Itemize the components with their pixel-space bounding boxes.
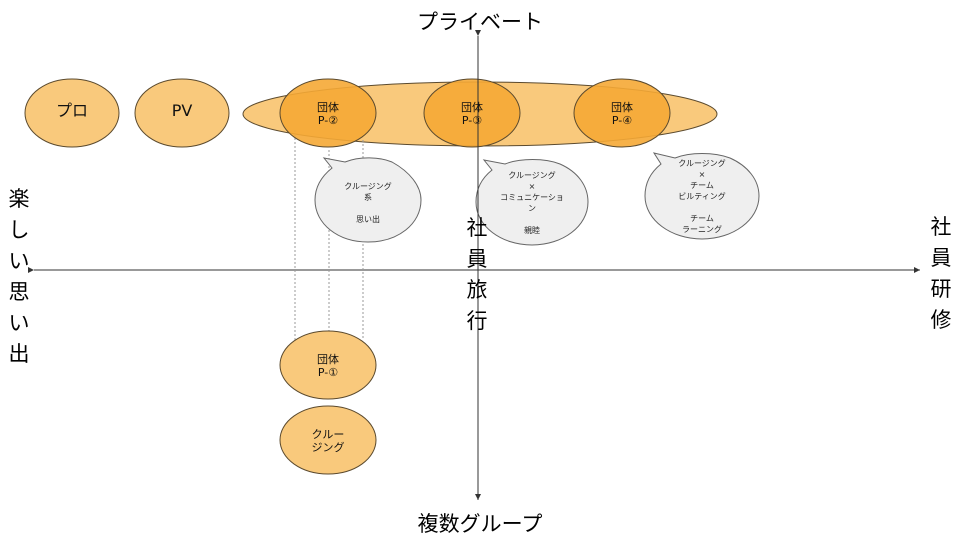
axis-label-bottom: 複数グループ	[417, 512, 543, 536]
axis-label-center: 社員旅行	[464, 213, 490, 337]
node-pv[interactable]	[134, 78, 230, 148]
axis-char: 思	[8, 280, 30, 304]
axis-char: 社	[466, 216, 488, 240]
axis-label-top: プライベート	[417, 10, 543, 34]
axis-char: 旅	[466, 278, 488, 302]
node-pro-label: プロ	[55, 101, 88, 120]
node-cruising[interactable]	[279, 405, 377, 475]
axis-char: 出	[8, 342, 30, 366]
axis-char: し	[8, 218, 30, 242]
axis-char: 員	[930, 246, 952, 270]
axis-char: 修	[930, 308, 952, 332]
speech-bubble-1-text: クルージング 系 思い出	[344, 182, 392, 224]
node-group-p4[interactable]	[573, 78, 671, 148]
axis-char: 研	[930, 277, 952, 301]
node-cruising-label: クルー ジング	[311, 428, 345, 454]
node-group-p4-label: 団体 P-④	[611, 101, 633, 127]
axis-char: 行	[466, 309, 488, 333]
axis-char: 社	[930, 215, 952, 239]
node-group-p2-label: 団体 P-②	[317, 101, 339, 127]
speech-bubble-3-text: クルージング × チーム ビルティング チーム ラーニング	[678, 159, 726, 234]
node-pv-label: PV	[171, 101, 193, 120]
axis-char: い	[8, 249, 30, 273]
axis-char: 楽	[8, 187, 30, 211]
node-pro[interactable]	[24, 78, 120, 148]
node-group-p3-label: 団体 P-③	[461, 101, 483, 127]
node-group-p1[interactable]	[279, 330, 377, 400]
node-group-p3[interactable]	[423, 78, 521, 148]
axis-label-left: 楽しい思い出	[6, 184, 32, 370]
speech-bubble-2-text: クルージング × コミュニケーショ ン 親睦	[500, 171, 564, 235]
speech-bubble-3[interactable]	[644, 152, 760, 240]
speech-bubble-1[interactable]	[314, 157, 422, 243]
node-group-p1-label: 団体 P-①	[317, 353, 339, 379]
axis-label-right: 社員研修	[928, 212, 954, 336]
axis-char: 員	[466, 247, 488, 271]
axis-char: い	[8, 311, 30, 335]
node-group-p2[interactable]	[279, 78, 377, 148]
